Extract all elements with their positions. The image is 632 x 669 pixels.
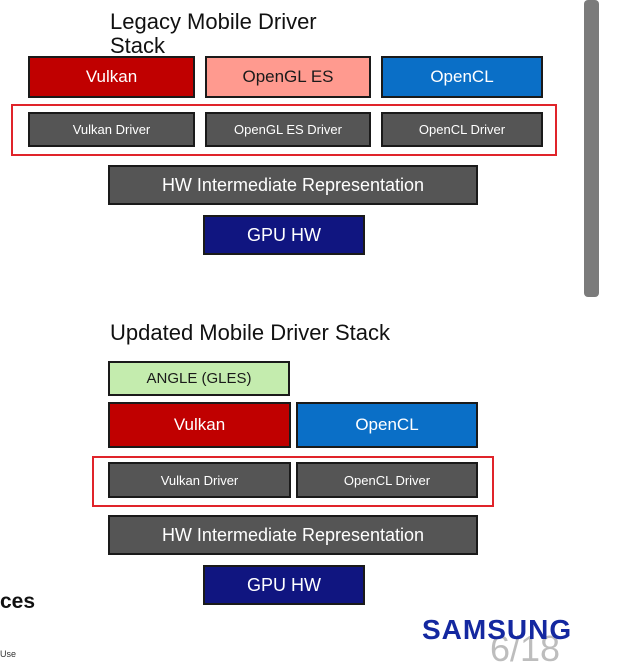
legacy-stack-title: Legacy Mobile Driver Stack <box>110 9 317 58</box>
legacy-opengl-es-driver-box: OpenGL ES Driver <box>205 112 371 147</box>
legacy-driver-highlight-frame <box>11 104 557 156</box>
updated-angle-gles-box: ANGLE (GLES) <box>108 361 290 396</box>
updated-opencl-box: OpenCL <box>296 402 478 448</box>
updated-vulkan-box: Vulkan <box>108 402 291 448</box>
updated-hw-ir-box: HW Intermediate Representation <box>108 515 478 555</box>
legacy-opencl-box: OpenCL <box>381 56 543 98</box>
updated-vulkan-driver-box: Vulkan Driver <box>108 462 291 498</box>
partial-heading-text: ces <box>0 590 36 613</box>
legacy-gpu-hw-box: GPU HW <box>203 215 365 255</box>
legacy-vulkan-box: Vulkan <box>28 56 195 98</box>
updated-opencl-driver-box: OpenCL Driver <box>296 462 478 498</box>
partial-note-text: Use <box>0 649 17 659</box>
samsung-logo: SAMSUNG <box>422 614 573 645</box>
legacy-opengl-es-box: OpenGL ES <box>205 56 371 98</box>
updated-gpu-hw-box: GPU HW <box>203 565 365 605</box>
vertical-scrollbar[interactable] <box>584 0 599 297</box>
legacy-hw-ir-box: HW Intermediate Representation <box>108 165 478 205</box>
legacy-opencl-driver-box: OpenCL Driver <box>381 112 543 147</box>
legacy-vulkan-driver-box: Vulkan Driver <box>28 112 195 147</box>
page-number: 6/18 <box>490 628 561 669</box>
updated-driver-highlight-frame <box>92 456 494 507</box>
updated-stack-title: Updated Mobile Driver Stack <box>110 320 391 345</box>
